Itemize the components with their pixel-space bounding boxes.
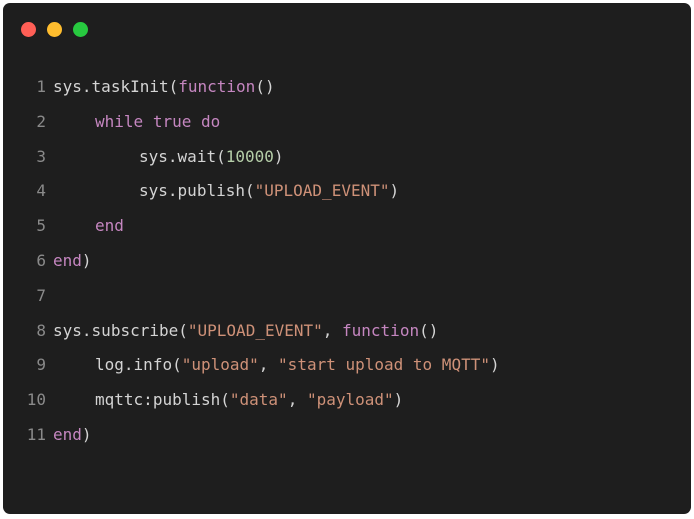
- code-line: 2 while true do: [3, 105, 691, 140]
- line-content: while true do: [95, 111, 221, 131]
- line-content: log.info("upload", "start upload to MQTT…: [95, 355, 500, 375]
- line-number: 5: [36, 216, 46, 236]
- code-line: 11 end): [3, 418, 691, 453]
- close-icon[interactable]: [21, 22, 36, 37]
- window-controls: [21, 22, 88, 37]
- code-line: 1 sys.taskInit(function(): [3, 70, 691, 105]
- line-number: 4: [36, 181, 46, 201]
- line-content: end): [53, 424, 92, 444]
- code-block: 1 sys.taskInit(function() 2 while true d…: [3, 70, 691, 453]
- line-number: 1: [36, 77, 46, 96]
- line-content: end): [53, 250, 92, 270]
- line-content: sys.wait(10000): [139, 146, 284, 166]
- minimize-icon[interactable]: [47, 22, 62, 37]
- code-line: 9 log.info("upload", "start upload to MQ…: [3, 348, 691, 383]
- line-content: sys.taskInit(function(): [53, 77, 275, 96]
- line-number: 8: [36, 320, 46, 340]
- code-line: 8 sys.subscribe("UPLOAD_EVENT", function…: [3, 314, 691, 349]
- code-line: 7: [3, 279, 691, 314]
- code-line: 6 end): [3, 244, 691, 279]
- line-number: 11: [26, 424, 46, 444]
- maximize-icon[interactable]: [73, 22, 88, 37]
- line-number: 7: [36, 285, 46, 305]
- code-line: 3 sys.wait(10000): [3, 140, 691, 175]
- code-line: 10 mqttc:publish("data", "payload"): [3, 383, 691, 418]
- line-number: 2: [36, 111, 46, 131]
- line-number: 10: [26, 390, 46, 410]
- code-window: 1 sys.taskInit(function() 2 while true d…: [3, 3, 691, 514]
- code-line: 5 end: [3, 209, 691, 244]
- code-line: 4 sys.publish("UPLOAD_EVENT"): [3, 174, 691, 209]
- line-content: sys.publish("UPLOAD_EVENT"): [139, 181, 400, 201]
- line-number: 6: [36, 250, 46, 270]
- line-content: mqttc:publish("data", "payload"): [95, 390, 404, 410]
- line-content: sys.subscribe("UPLOAD_EVENT", function(): [53, 320, 439, 340]
- line-number: 9: [36, 355, 46, 375]
- line-content: end: [95, 216, 124, 236]
- line-number: 3: [36, 146, 46, 166]
